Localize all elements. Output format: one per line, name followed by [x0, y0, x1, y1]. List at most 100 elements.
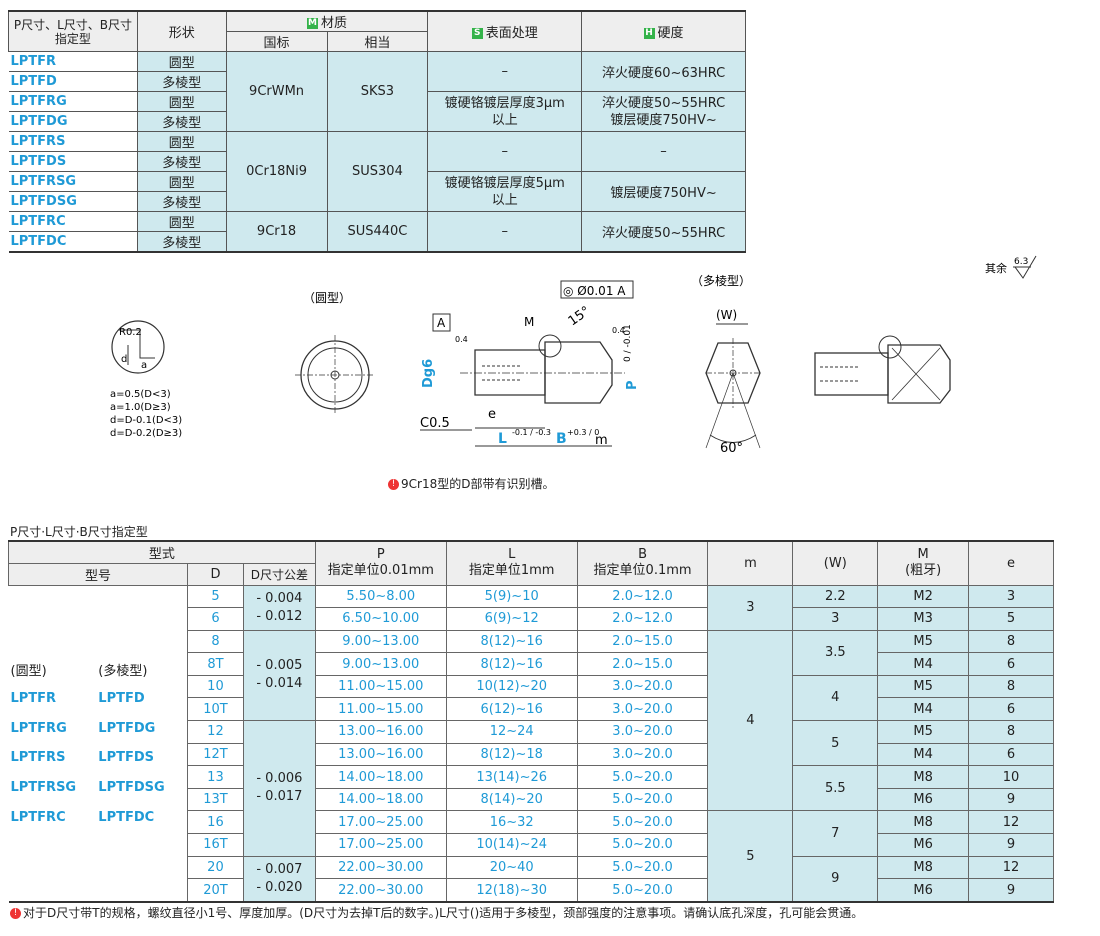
w-label: (W)	[716, 308, 737, 322]
e-cell: 8	[968, 674, 1054, 699]
mm-cell: M5	[877, 674, 970, 699]
b-cell: 3.0~20.0	[576, 720, 709, 744]
p-cell: 22.00~30.00	[314, 855, 447, 880]
mm-cell: M8	[877, 765, 970, 789]
mm-cell: M4	[877, 697, 970, 722]
warning-icon: !	[388, 479, 399, 490]
shape-cell: 多棱型	[136, 191, 227, 212]
datum-label: A	[437, 316, 446, 330]
model-round: LPTFRG	[10, 720, 67, 736]
e-label: e	[488, 407, 496, 422]
e-cell: 9	[968, 833, 1054, 857]
code-cell: LPTFRSG	[8, 171, 138, 192]
shape-cell: 圆型	[136, 91, 227, 112]
detail-note: d=D-0.2(D≥3)	[110, 428, 182, 439]
l-cell: 20~40	[445, 855, 578, 880]
d-cell: 8	[186, 629, 244, 654]
header-type: P尺寸、L尺寸、B尺寸指定型	[8, 10, 138, 52]
shape-cell: 圆型	[136, 211, 227, 232]
b-cell: 2.0~15.0	[576, 629, 709, 654]
d-cell: 10T	[186, 697, 244, 722]
code-cell: LPTFDC	[8, 231, 138, 253]
l-cell: 6(12)~16	[445, 697, 578, 722]
b-cell: 3.0~20.0	[576, 742, 709, 767]
detail-d: d	[121, 354, 127, 365]
p-cell: 14.00~18.00	[314, 787, 447, 812]
l-cell: 5(9)~10	[445, 584, 578, 609]
p-cell: 9.00~13.00	[314, 629, 447, 654]
l-cell: 13(14)~26	[445, 765, 578, 789]
surface-cell: –	[427, 211, 583, 253]
shape-cell: 多棱型	[136, 231, 227, 253]
mm-cell: M3	[877, 607, 970, 631]
l-cell: 8(12)~18	[445, 742, 578, 767]
l-cell: 10(14)~24	[445, 833, 578, 857]
e-cell: 8	[968, 629, 1054, 654]
w-cell: 9	[792, 855, 879, 903]
code-cell: LPTFRC	[8, 211, 138, 232]
header-type: 型式	[8, 540, 316, 564]
w-cell: 3	[792, 607, 879, 631]
l-tol: -0.1 / -0.3	[512, 428, 551, 437]
d-cell: 5	[186, 584, 244, 609]
material-std: 9CrWMn	[225, 51, 328, 132]
model-poly: LPTFDG	[98, 720, 156, 736]
material-std: 0Cr18Ni9	[225, 131, 328, 212]
roughness-icon	[1014, 255, 1037, 279]
dtol-cell: - 0.007- 0.020	[242, 855, 316, 903]
dg6-label: Dg6	[421, 359, 436, 388]
code-cell: LPTFR	[8, 51, 138, 72]
d-cell: 13	[186, 765, 244, 789]
model-round: LPTFR	[10, 691, 57, 707]
hardness-tag-icon: H	[643, 28, 655, 39]
l-label: L	[498, 431, 507, 447]
p-cell: 17.00~25.00	[314, 833, 447, 857]
p-cell: 6.50~10.00	[314, 607, 447, 631]
code-cell: LPTFDG	[8, 111, 138, 132]
p-label: P	[625, 380, 640, 390]
material-std: 9Cr18	[225, 211, 328, 253]
w-cell: 4	[792, 674, 879, 722]
l-cell: 8(12)~16	[445, 629, 578, 654]
p-cell: 13.00~16.00	[314, 720, 447, 744]
mm-cell: M4	[877, 742, 970, 767]
material-tag-icon: M	[306, 18, 318, 29]
b-cell: 2.0~15.0	[576, 652, 709, 676]
w-cell: 5.5	[792, 765, 879, 812]
header-w: (W)	[792, 540, 879, 586]
w-cell: 2.2	[792, 584, 879, 609]
header-d: D	[186, 562, 244, 586]
e-cell: 6	[968, 652, 1054, 676]
hardness-cell: 淬火硬度50~55HRC 镀层硬度750HV~	[581, 91, 746, 132]
roughness-value: 6.3	[1014, 257, 1028, 267]
header-mm: M(粗牙)	[877, 540, 970, 586]
code-cell: LPTFDSG	[8, 191, 138, 212]
m-dim-label: m	[595, 433, 608, 448]
p-tol: 0 / -0.01	[623, 324, 633, 362]
tolerance-frame: ◎ Ø0.01 A	[563, 284, 626, 298]
dtol-cell: - 0.006- 0.017	[242, 720, 316, 857]
p-cell: 22.00~30.00	[314, 878, 447, 903]
e-cell: 12	[968, 810, 1054, 835]
mm-cell: M2	[877, 584, 970, 609]
side-view: ◎ Ø0.01 A A M 15° Dg6 P 0 / -0.01 C0.5 e…	[420, 280, 640, 448]
material-equiv: SKS3	[326, 51, 429, 132]
material-equiv: SUS440C	[326, 211, 429, 253]
e-cell: 8	[968, 720, 1054, 744]
m-label: M	[524, 315, 534, 329]
surface-cell: –	[427, 51, 583, 92]
p-cell: 9.00~13.00	[314, 652, 447, 676]
hardness-cell: –	[581, 131, 746, 172]
e-cell: 9	[968, 878, 1054, 903]
b-cell: 3.0~20.0	[576, 674, 709, 699]
e-cell: 10	[968, 765, 1054, 789]
p-cell: 5.50~8.00	[314, 584, 447, 609]
d-cell: 16T	[186, 833, 244, 857]
